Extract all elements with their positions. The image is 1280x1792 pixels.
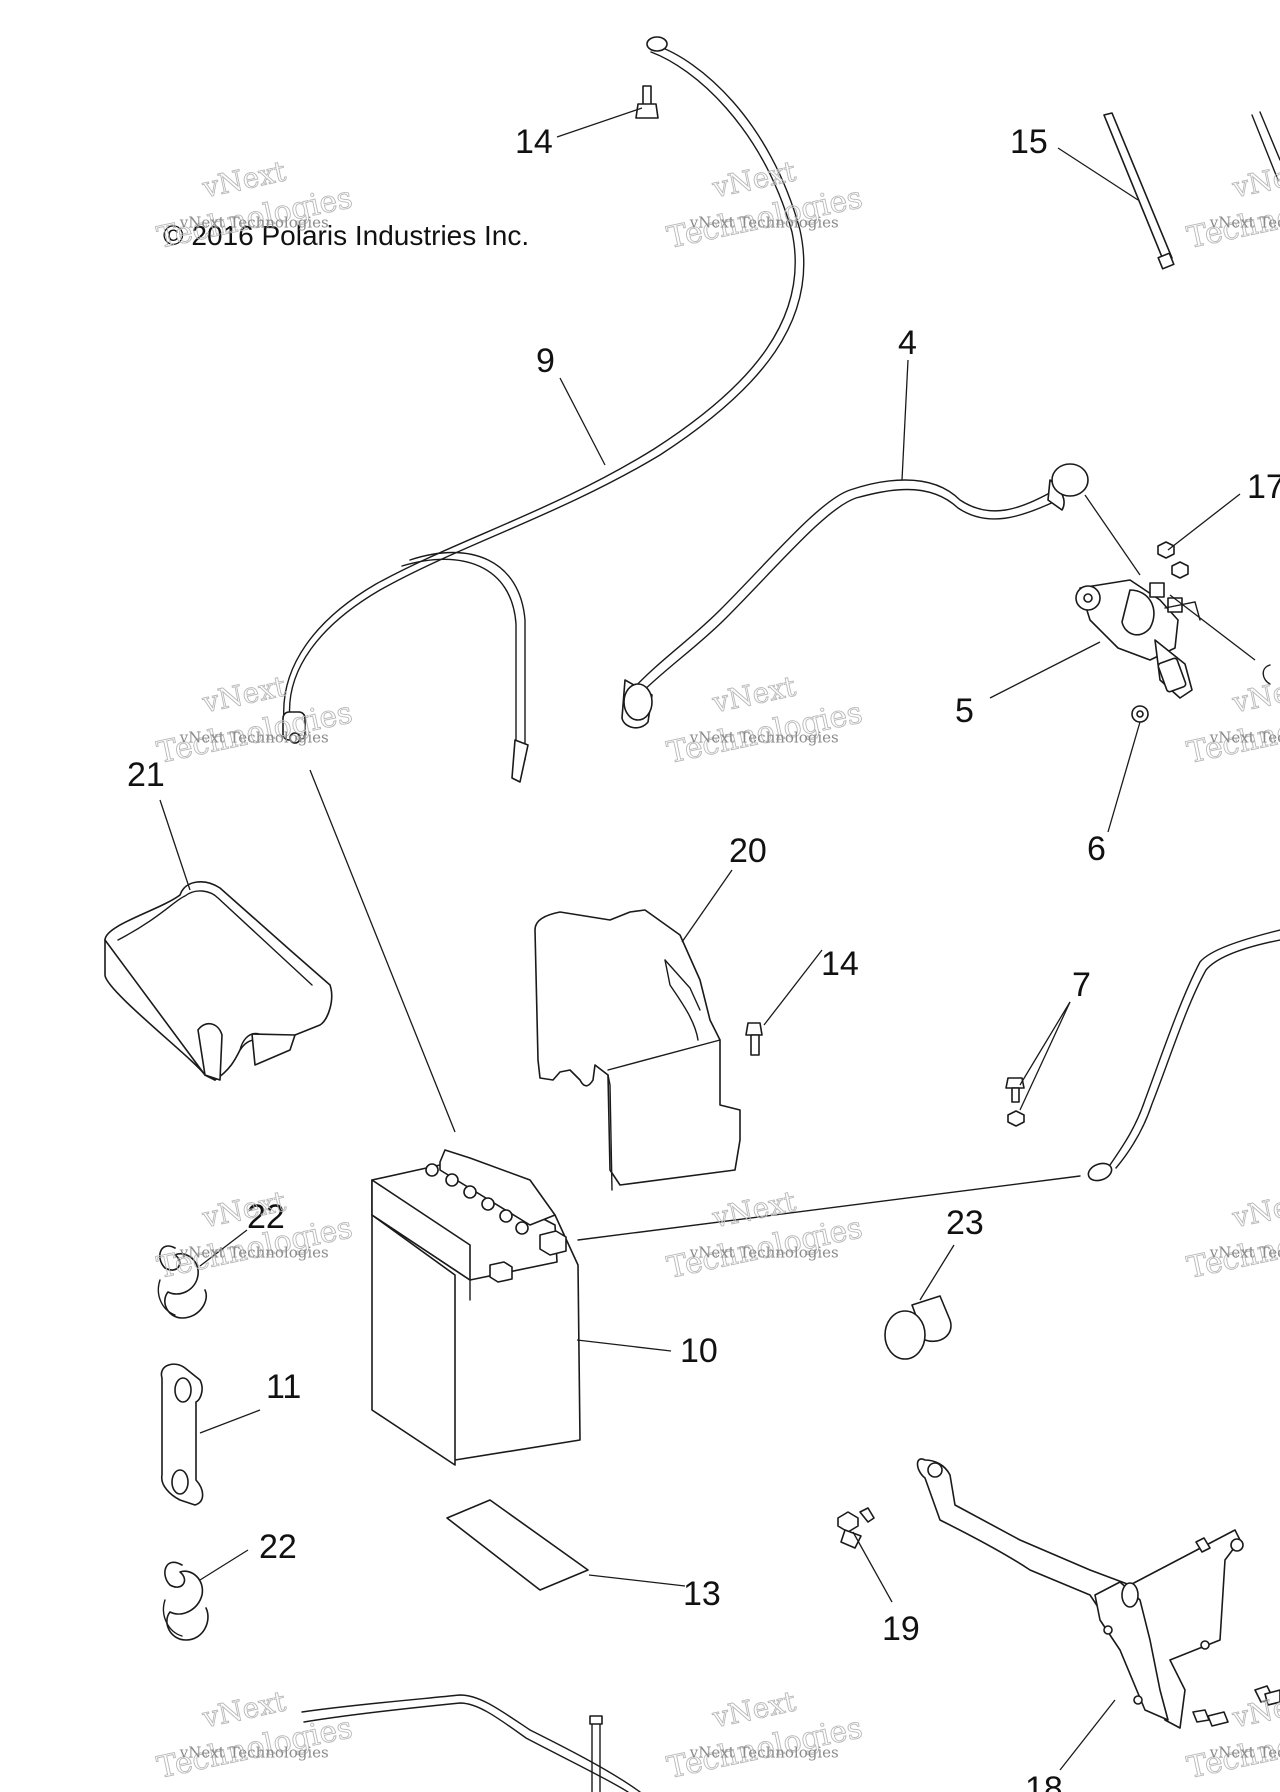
part-10-battery [371, 1149, 581, 1466]
part-21-terminal-cover [104, 881, 333, 1081]
part-22-clip-bottom [162, 1561, 209, 1641]
watermark-small: vNext Technologies [179, 1243, 329, 1261]
part-14-bolt-top [635, 85, 659, 119]
ground-cable [577, 929, 1280, 1241]
watermark-small: vNext Technologies [179, 213, 329, 231]
watermark-small: vNext Technologies [1209, 213, 1280, 231]
part-17-nuts [1157, 541, 1189, 579]
watermark-small: vNext Technologies [179, 1743, 329, 1761]
callout-14-middle: 14 [821, 945, 859, 983]
part-20-battery-holder [534, 909, 741, 1191]
part-9-battery-cable [282, 36, 805, 783]
callout-22-bottom: 22 [259, 1528, 297, 1566]
callout-10: 10 [680, 1332, 718, 1370]
callout-13: 13 [683, 1575, 721, 1613]
callout-19: 19 [882, 1610, 920, 1648]
callout-9: 9 [536, 342, 555, 380]
callout-4: 4 [898, 324, 917, 362]
part-22-clip-top [157, 1245, 207, 1319]
watermark-small: vNext Technologies [689, 1743, 839, 1761]
watermark-small: vNext Technologies [1209, 1743, 1280, 1761]
part-4-cable [621, 463, 1089, 729]
leader-lines [159, 107, 1256, 1771]
terminal-ring [646, 36, 668, 52]
callout-21: 21 [127, 756, 165, 794]
watermark-line1: vNext [1229, 154, 1280, 204]
callout-23: 23 [946, 1204, 984, 1242]
callout-18: 18 [1025, 1770, 1063, 1792]
part-23-terminal-boot [884, 1295, 952, 1360]
watermark-small: vNext Technologies [689, 1243, 839, 1261]
callout-17: 17 [1247, 468, 1280, 506]
part-18-bolts [1192, 1685, 1280, 1727]
watermark-line1: vNext [1229, 669, 1280, 719]
copyright-notice: © 2016 Polaris Industries Inc. [163, 220, 529, 251]
watermark-small: vNext Technologies [1209, 728, 1280, 746]
part-14-bolt-middle [745, 1022, 763, 1056]
part-7-bolt-nut [1005, 1077, 1025, 1127]
watermark-small: vNext Technologies [1209, 1243, 1280, 1261]
callout-14-top: 14 [515, 123, 553, 161]
part-5-solenoid [1075, 579, 1271, 699]
watermark-small: vNext Technologies [689, 728, 839, 746]
part-19-rivet [837, 1507, 875, 1549]
callout-22-top: 22 [247, 1198, 285, 1236]
part-13-label [446, 1499, 589, 1591]
callout-20: 20 [729, 832, 767, 870]
callout-labels: 14 15 9 4 17 5 6 21 20 14 7 22 10 23 11 … [127, 123, 1280, 1792]
callout-7: 7 [1072, 966, 1091, 1004]
callout-15: 15 [1010, 123, 1048, 161]
part-18-bracket [916, 1458, 1244, 1729]
watermark-small: vNext Technologies [689, 213, 839, 231]
part-15-cable-tie [1103, 111, 1280, 270]
bottom-cable [301, 1694, 641, 1792]
callout-11: 11 [266, 1368, 301, 1406]
watermark-line1: vNext [1229, 1184, 1280, 1234]
watermark-small: vNext Technologies [179, 728, 329, 746]
callout-6: 6 [1087, 830, 1106, 868]
callout-5: 5 [955, 692, 974, 730]
part-11-strap [160, 1363, 204, 1506]
part-6-screw [1131, 705, 1149, 723]
